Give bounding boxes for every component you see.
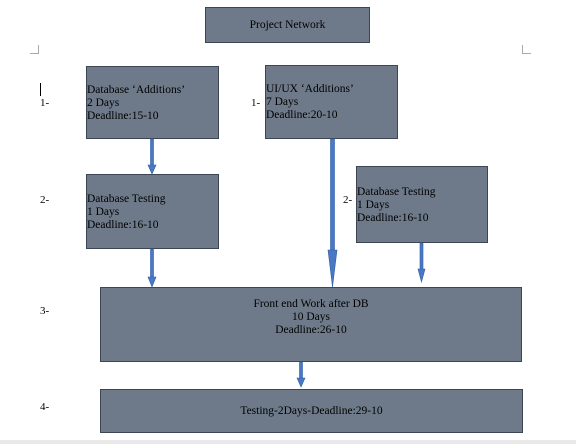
frontend-work-title: Front end Work after DB: [253, 298, 369, 310]
frontend-work-box[interactable]: Front end Work after DB 10 Days Deadline…: [100, 287, 522, 362]
database-testing-box-left[interactable]: Database Testing 1 Days Deadline:16-10: [86, 174, 219, 249]
row-number-2-right: 2-: [343, 194, 353, 206]
row-number-2-left: 2-: [40, 194, 50, 206]
database-testing-box-right[interactable]: Database Testing 1 Days Deadline:16-10: [356, 166, 488, 243]
row-number-3: 3-: [40, 305, 50, 317]
row-number-1-left: 1-: [40, 97, 50, 109]
row-number-4: 4-: [40, 401, 50, 413]
database-additions-title: Database ‘Additions’: [87, 84, 186, 96]
arrow-uiux-to-frontend: [327, 138, 338, 288]
database-testing-right-deadline: Deadline:16-10: [357, 212, 429, 224]
testing-text: Testing-2Days-Deadline:29-10: [240, 404, 383, 417]
arrow-db-testing-right-to-frontend: [417, 242, 426, 284]
title-text: Project Network: [249, 18, 326, 31]
uiux-additions-box[interactable]: UI/UX ‘Additions’ 7 Days Deadline:20-10: [265, 65, 398, 139]
database-additions-duration: 2 Days: [87, 97, 120, 109]
uiux-additions-deadline: Deadline:20-10: [266, 109, 338, 121]
frontend-work-duration: 10 Days: [291, 311, 330, 323]
frontend-work-deadline: Deadline:26-10: [275, 324, 347, 336]
arrow-db-additions-to-db-testing: [147, 138, 157, 175]
arrow-db-testing-left-to-frontend: [147, 248, 157, 288]
database-testing-right-title: Database Testing: [357, 186, 436, 198]
testing-box[interactable]: Testing-2Days-Deadline:29-10: [100, 389, 523, 433]
uiux-additions-duration: 7 Days: [266, 96, 299, 108]
arrow-frontend-to-testing: [296, 361, 306, 388]
margin-corner-mark-left: [30, 45, 39, 54]
database-additions-deadline: Deadline:15-10: [87, 110, 159, 122]
database-testing-right-duration: 1 Days: [357, 199, 390, 211]
database-testing-left-title: Database Testing: [87, 193, 166, 205]
database-additions-box[interactable]: Database ‘Additions’ 2 Days Deadline:15-…: [86, 66, 219, 139]
database-testing-left-deadline: Deadline:16-10: [87, 219, 159, 231]
row-number-1-right: 1-: [251, 97, 261, 109]
uiux-additions-title: UI/UX ‘Additions’: [266, 83, 354, 95]
page-bottom-edge: [0, 440, 576, 444]
margin-corner-mark-right: [522, 45, 531, 54]
title-box[interactable]: Project Network: [205, 7, 370, 43]
database-testing-left-duration: 1 Days: [87, 206, 120, 218]
text-cursor: [40, 83, 41, 96]
